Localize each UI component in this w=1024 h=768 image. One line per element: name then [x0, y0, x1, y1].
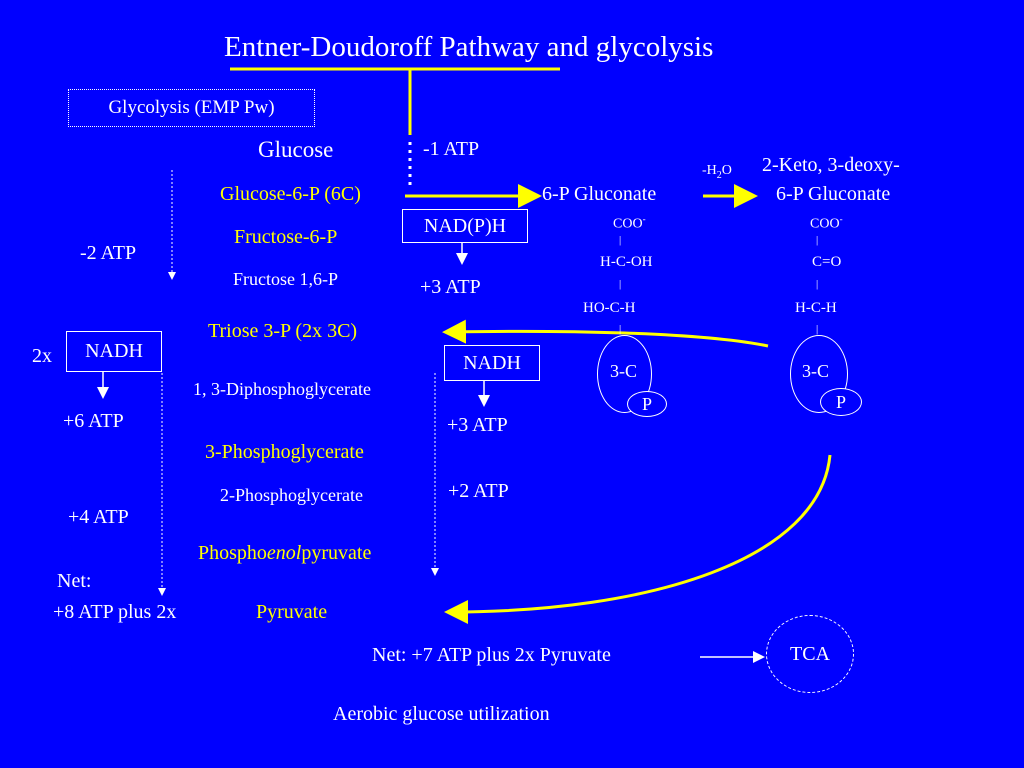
- gluconate-3c-label: 3-C: [610, 361, 637, 381]
- minus-2-atp-label: -2 ATP: [80, 242, 137, 264]
- 2x-label: 2x: [32, 345, 52, 367]
- pyruvate-label: Pyruvate: [256, 601, 328, 623]
- footer-label: Aerobic glucose utilization: [333, 703, 550, 725]
- kdpg-label-line1: 2-Keto, 3-deoxy-: [762, 154, 900, 176]
- plus-3-atp-lower-label: +3 ATP: [447, 414, 508, 436]
- gluconate-3c-circle: [597, 335, 652, 413]
- glycolysis-label-box: Glycolysis (EMP Pw): [68, 89, 315, 127]
- kdpg-phosphate-circle: P: [820, 388, 862, 416]
- glucose-label: Glucose: [258, 137, 334, 162]
- plus-2-atp-label: +2 ATP: [448, 480, 509, 502]
- gluconate-bond-2: |: [619, 278, 622, 290]
- ed-net-label: Net: +7 ATP plus 2x Pyruvate: [372, 644, 611, 666]
- kdpg-p-label: P: [835, 391, 846, 412]
- gluconate-hoch-label: HO-C-H: [583, 300, 636, 316]
- diphosphoglycerate-label: 1, 3-Diphosphoglycerate: [193, 379, 371, 399]
- plus-4-atp-label: +4 ATP: [68, 506, 129, 528]
- tca-circle: TCA: [766, 615, 854, 693]
- triose-3p-label: Triose 3-P (2x 3C): [208, 320, 358, 342]
- gluconate-p-label: P: [641, 393, 652, 414]
- kdpg-coo-label: COO-: [810, 214, 843, 232]
- gluconate-hcoh-label: H-C-OH: [600, 254, 653, 270]
- net-value-label: +8 ATP plus 2x: [53, 601, 177, 623]
- gluconate-phosphate-circle: P: [627, 391, 667, 417]
- right-nadh-label: NADH: [463, 351, 521, 374]
- kdpg-co-label: C=O: [812, 254, 842, 270]
- kdpg-3c-circle: [790, 335, 848, 413]
- glycolysis-label: Glycolysis (EMP Pw): [108, 97, 275, 118]
- gluconate-coo-label: COO-: [613, 214, 646, 232]
- water-loss-label: -H2O: [702, 163, 732, 181]
- plus-6-atp-label: +6 ATP: [63, 410, 124, 432]
- nadph-label: NAD(P)H: [423, 214, 507, 237]
- left-nadh-box: NADH: [66, 331, 162, 372]
- minus-1-atp-label: -1 ATP: [423, 138, 480, 160]
- kdpg-to-triose-arrow: [442, 319, 769, 348]
- kdpg-hch-label: H-C-H: [795, 300, 837, 316]
- tca-label: TCA: [790, 642, 830, 665]
- kdpg-bond-1: |: [816, 234, 819, 246]
- 6p-gluconate-label: 6-P Gluconate: [542, 183, 657, 205]
- fructose-6p-label: Fructose-6-P: [234, 226, 338, 248]
- gluconate-bond-1: |: [619, 234, 622, 246]
- plus-3-atp-upper-label: +3 ATP: [420, 276, 481, 298]
- gluconate-bond-3: |: [619, 323, 622, 335]
- kdpg-bond-2: |: [816, 278, 819, 290]
- net-label: Net:: [57, 570, 92, 592]
- right-nadh-box: NADH: [444, 345, 540, 381]
- glucose-6p-label: Glucose-6-P (6C): [220, 183, 361, 205]
- 2-phosphoglycerate-label: 2-Phosphoglycerate: [220, 485, 363, 505]
- kdpg-label-line2: 6-P Gluconate: [776, 183, 891, 205]
- page-title: Entner-Doudoroff Pathway and glycolysis: [224, 31, 714, 63]
- kdpg-3c-label: 3-C: [802, 361, 829, 381]
- 3-phosphoglycerate-label: 3-Phosphoglycerate: [205, 441, 364, 463]
- kdpg-bond-3: |: [816, 323, 819, 335]
- left-nadh-label: NADH: [85, 340, 143, 362]
- fructose-16p-label: Fructose 1,6-P: [233, 269, 338, 289]
- nadph-box: NAD(P)H: [402, 209, 528, 243]
- phosphoenolpyruvate-label: Phosphoenolpyruvate: [198, 542, 372, 564]
- kdpg-to-pyruvate-arrow: [444, 454, 832, 624]
